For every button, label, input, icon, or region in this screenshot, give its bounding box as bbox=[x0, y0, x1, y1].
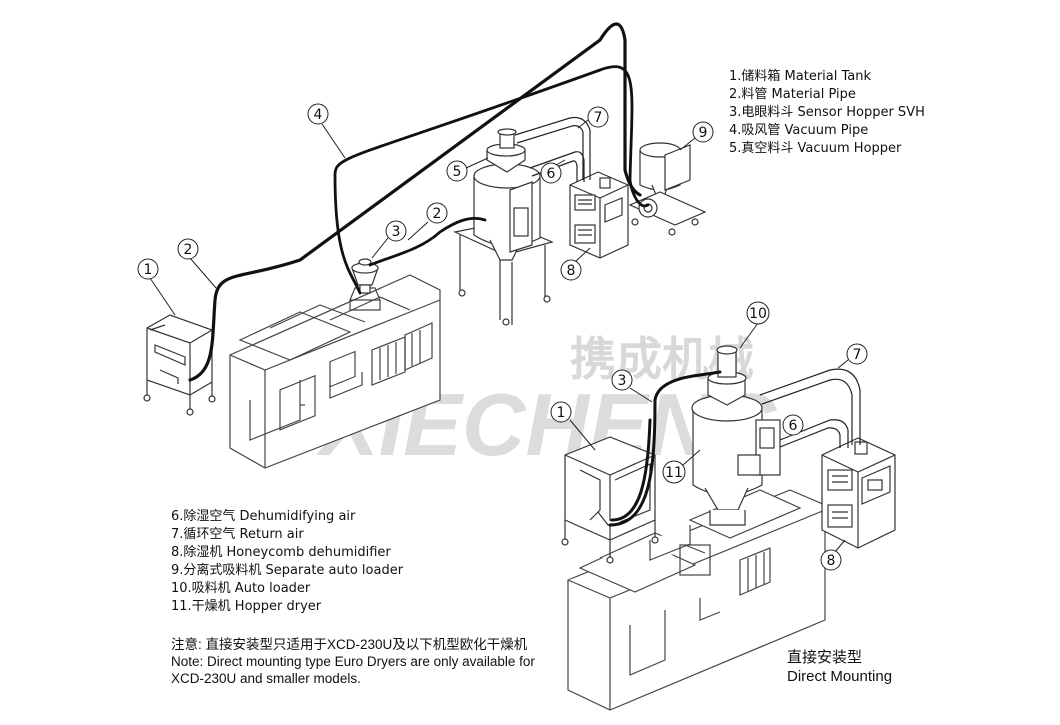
bottom-hopper-dryer bbox=[691, 345, 781, 526]
legend-item: 2.料管 Material Pipe bbox=[729, 87, 856, 102]
svg-text:5: 5 bbox=[453, 164, 462, 180]
top-sensor-hopper bbox=[351, 258, 379, 294]
callout-6-bottom: 6 bbox=[782, 414, 804, 436]
legend-item: 4.吸风管 Vacuum Pipe bbox=[729, 123, 869, 138]
top-pipes bbox=[188, 22, 650, 382]
callout-7-bottom: 7 bbox=[837, 343, 868, 369]
svg-text:8: 8 bbox=[827, 553, 836, 569]
bottom-dehumidifier bbox=[821, 437, 896, 549]
direct-mounting-caption: 直接安装型 Direct Mounting bbox=[787, 648, 892, 686]
callout-10-bottom: 10 bbox=[739, 301, 770, 349]
top-extruder bbox=[229, 274, 441, 469]
legend-item: 7.循环空气 Return air bbox=[171, 527, 304, 542]
mounting-note: 注意: 直接安装型只适用于XCD-230U及以下机型欧化干燥机 Note: Di… bbox=[171, 636, 535, 687]
callout-8-top: 8 bbox=[560, 247, 591, 281]
svg-text:9: 9 bbox=[699, 125, 708, 141]
svg-text:8: 8 bbox=[567, 263, 576, 279]
callout-2-top-left: 2 bbox=[177, 238, 217, 289]
note-line-en-2: XCD-230U and smaller models. bbox=[171, 671, 361, 686]
callout-11-bottom: 11 bbox=[662, 449, 701, 484]
top-dehumidifier bbox=[569, 171, 629, 259]
legend-item: 11.干燥机 Hopper dryer bbox=[171, 599, 322, 614]
svg-text:6: 6 bbox=[789, 418, 798, 434]
top-hopper-dryer bbox=[453, 128, 554, 326]
callout-8-bottom: 8 bbox=[820, 539, 846, 571]
callouts-bottom: 1 3 6 7 8 10 11 bbox=[550, 301, 868, 571]
bottom-pipes bbox=[608, 370, 722, 527]
callout-3-bottom: 3 bbox=[611, 369, 653, 403]
callout-5-top: 5 bbox=[446, 157, 489, 182]
callout-1-bottom: 1 bbox=[550, 401, 596, 451]
legend-item: 5.真空料斗 Vacuum Hopper bbox=[729, 141, 902, 156]
top-air-ducts bbox=[514, 116, 591, 182]
svg-text:1: 1 bbox=[144, 262, 153, 278]
svg-text:3: 3 bbox=[618, 373, 627, 389]
svg-text:6: 6 bbox=[547, 166, 556, 182]
callout-3-top: 3 bbox=[371, 220, 407, 259]
legend-item: 9.分离式吸料机 Separate auto loader bbox=[171, 563, 404, 578]
callout-6-top: 6 bbox=[540, 159, 566, 184]
legend-item: 10.吸料机 Auto loader bbox=[171, 581, 311, 596]
note-line-cn: 注意: 直接安装型只适用于XCD-230U及以下机型欧化干燥机 bbox=[171, 637, 528, 652]
legend-item: 8.除湿机 Honeycomb dehumidifier bbox=[171, 545, 391, 560]
callout-4-top: 4 bbox=[307, 103, 346, 159]
callout-2-top-right: 2 bbox=[407, 202, 448, 241]
svg-text:1: 1 bbox=[557, 405, 566, 421]
svg-text:7: 7 bbox=[853, 347, 862, 363]
svg-text:7: 7 bbox=[594, 110, 603, 126]
svg-text:4: 4 bbox=[314, 107, 323, 123]
caption-cn: 直接安装型 bbox=[787, 649, 863, 666]
legend-item: 1.储料箱 Material Tank bbox=[729, 69, 872, 84]
top-material-tank bbox=[143, 314, 216, 416]
note-line-en-1: Note: Direct mounting type Euro Dryers a… bbox=[171, 654, 535, 669]
legend-item: 6.除湿空气 Dehumidifying air bbox=[171, 509, 356, 524]
top-separate-loader bbox=[628, 142, 707, 236]
callout-7-top: 7 bbox=[577, 106, 609, 129]
bottom-material-tank bbox=[561, 436, 659, 564]
callouts-top: 1 2 2 3 4 5 6 7 8 9 bbox=[137, 103, 714, 316]
callout-9-top: 9 bbox=[679, 121, 714, 151]
legend-item: 3.电眼料斗 Sensor Hopper SVH bbox=[729, 105, 925, 120]
bottom-air-ducts bbox=[759, 368, 861, 448]
legend-bottom: 6.除湿空气 Dehumidifying air 7.循环空气 Return a… bbox=[171, 508, 403, 616]
caption-en: Direct Mounting bbox=[787, 668, 893, 685]
svg-text:2: 2 bbox=[433, 206, 442, 222]
svg-text:10: 10 bbox=[749, 306, 767, 322]
legend-top: 1.储料箱 Material Tank 2.料管 Material Pipe 3… bbox=[729, 68, 925, 158]
svg-text:2: 2 bbox=[184, 242, 193, 258]
callout-1-top: 1 bbox=[137, 258, 176, 316]
svg-text:3: 3 bbox=[392, 224, 401, 240]
svg-text:11: 11 bbox=[665, 465, 683, 481]
